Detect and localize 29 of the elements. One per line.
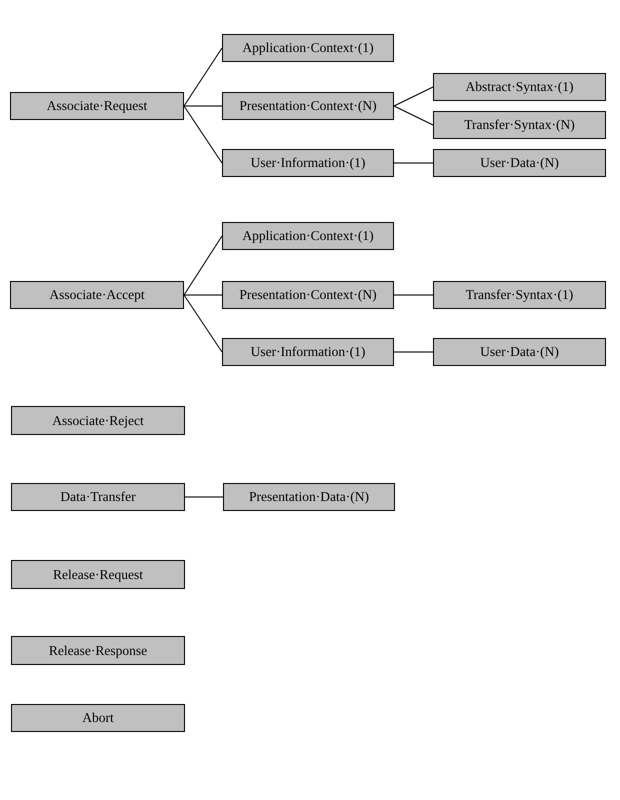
connector-line	[184, 236, 222, 296]
connector-line	[184, 106, 222, 164]
connector-line	[394, 86, 434, 106]
connector-line	[184, 496, 224, 498]
process-box: Associate·Reject	[11, 406, 185, 435]
process-box: Application·Context·(1)	[222, 34, 394, 62]
process-box: Release·Response	[11, 636, 185, 665]
process-box: User·Data·(N)	[433, 149, 606, 177]
process-box: Presentation·Context·(N)	[222, 92, 394, 120]
process-box: Application·Context·(1)	[222, 222, 394, 250]
process-box: Abstract·Syntax·(1)	[433, 73, 606, 101]
process-box: Transfer·Syntax·(1)	[433, 281, 606, 309]
connector-line	[184, 294, 222, 352]
process-box: User·Data·(N)	[433, 338, 606, 366]
process-box: Presentation·Context·(N)	[222, 281, 394, 309]
process-box: User·Information·(1)	[222, 149, 394, 177]
connector-line	[394, 106, 434, 126]
process-box: Associate·Request	[10, 92, 184, 120]
connector-line	[394, 162, 434, 164]
process-box: Release·Request	[11, 560, 185, 589]
connector-line	[184, 294, 222, 296]
connector-line	[394, 294, 434, 296]
process-box: Transfer·Syntax·(N)	[433, 111, 606, 139]
process-box: Data·Transfer	[11, 483, 185, 511]
process-box: Presentation·Data·(N)	[223, 483, 395, 511]
process-box: Associate·Accept	[10, 281, 184, 309]
process-box: Abort	[11, 704, 185, 732]
connector-line	[184, 48, 222, 106]
process-box: User·Information·(1)	[222, 338, 394, 366]
